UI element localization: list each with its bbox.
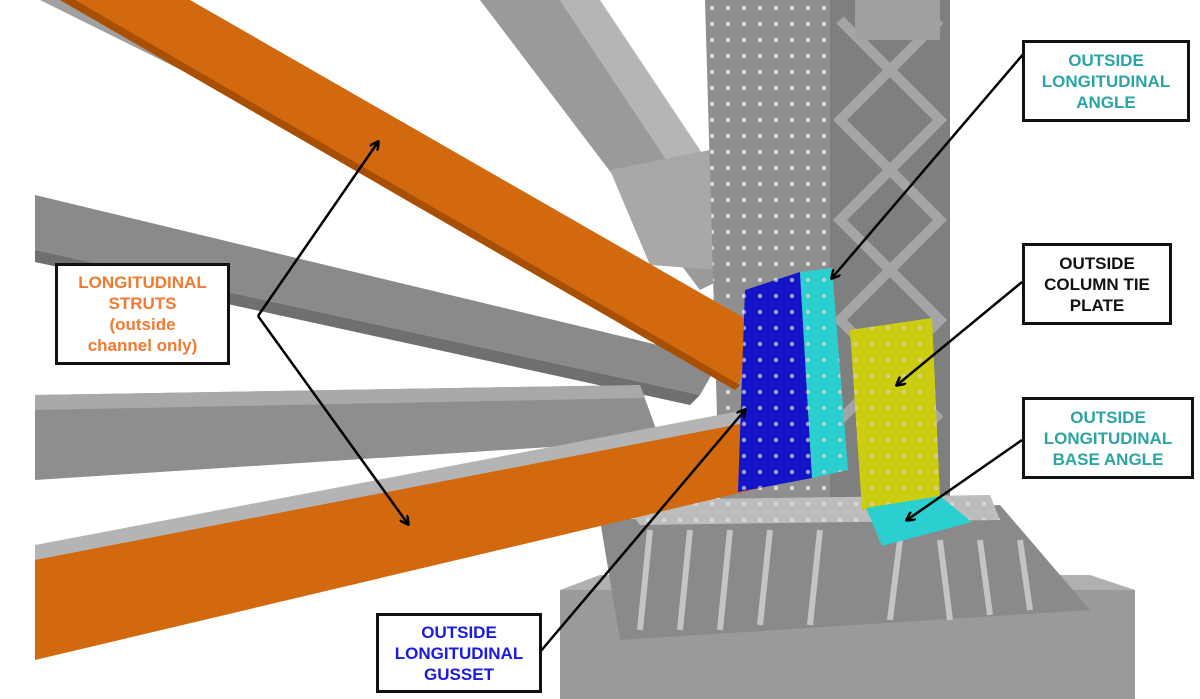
- arrow-base-angle: [907, 438, 1023, 520]
- label-line: ANGLE: [1076, 92, 1136, 112]
- label-line: LONGITUDINAL: [394, 643, 524, 663]
- label-line: OUTSIDE: [1059, 253, 1135, 273]
- label-line: OUTSIDE: [1070, 407, 1146, 427]
- label-line: GUSSET: [424, 664, 494, 684]
- longitudinal-struts: [35, 0, 815, 660]
- label-longitudinal-struts: LONGITUDINAL STRUTS (outside channel onl…: [55, 263, 230, 365]
- label-line: STRUTS: [108, 294, 177, 313]
- label-line: OUTSIDE: [1068, 50, 1144, 70]
- label-outside-longitudinal-base-angle: OUTSIDE LONGITUDINAL BASE ANGLE: [1022, 397, 1194, 479]
- arrow-tie-plate: [897, 281, 1023, 385]
- label-line: channel only): [87, 336, 198, 355]
- label-outside-column-tie-plate: OUTSIDE COLUMN TIE PLATE: [1022, 243, 1172, 325]
- outside-longitudinal-angle: [800, 268, 848, 478]
- label-line: (outside: [109, 315, 176, 334]
- label-line: COLUMN TIE: [1044, 274, 1150, 294]
- arrow-gusset: [539, 410, 745, 653]
- arrow-angle: [832, 51, 1026, 278]
- arrow-strut-upper: [256, 142, 378, 317]
- outside-longitudinal-gusset: [738, 272, 812, 492]
- label-line: LONGITUDINAL: [1041, 71, 1171, 91]
- outside-column-tie-plate: [850, 318, 940, 510]
- label-line: PLATE: [1069, 295, 1125, 315]
- label-outside-longitudinal-gusset: OUTSIDE LONGITUDINAL GUSSET: [376, 613, 542, 693]
- arrow-strut-lower: [256, 315, 408, 524]
- callout-arrows: [256, 51, 1026, 653]
- label-line: BASE ANGLE: [1052, 449, 1164, 469]
- background-truss: [35, 0, 760, 480]
- label-line: LONGITUDINAL: [1043, 428, 1173, 448]
- label-line: LONGITUDINAL: [78, 273, 207, 292]
- label-line: OUTSIDE: [421, 622, 497, 642]
- outside-longitudinal-base-angle: [866, 496, 972, 546]
- label-outside-longitudinal-angle: OUTSIDE LONGITUDINAL ANGLE: [1022, 40, 1190, 122]
